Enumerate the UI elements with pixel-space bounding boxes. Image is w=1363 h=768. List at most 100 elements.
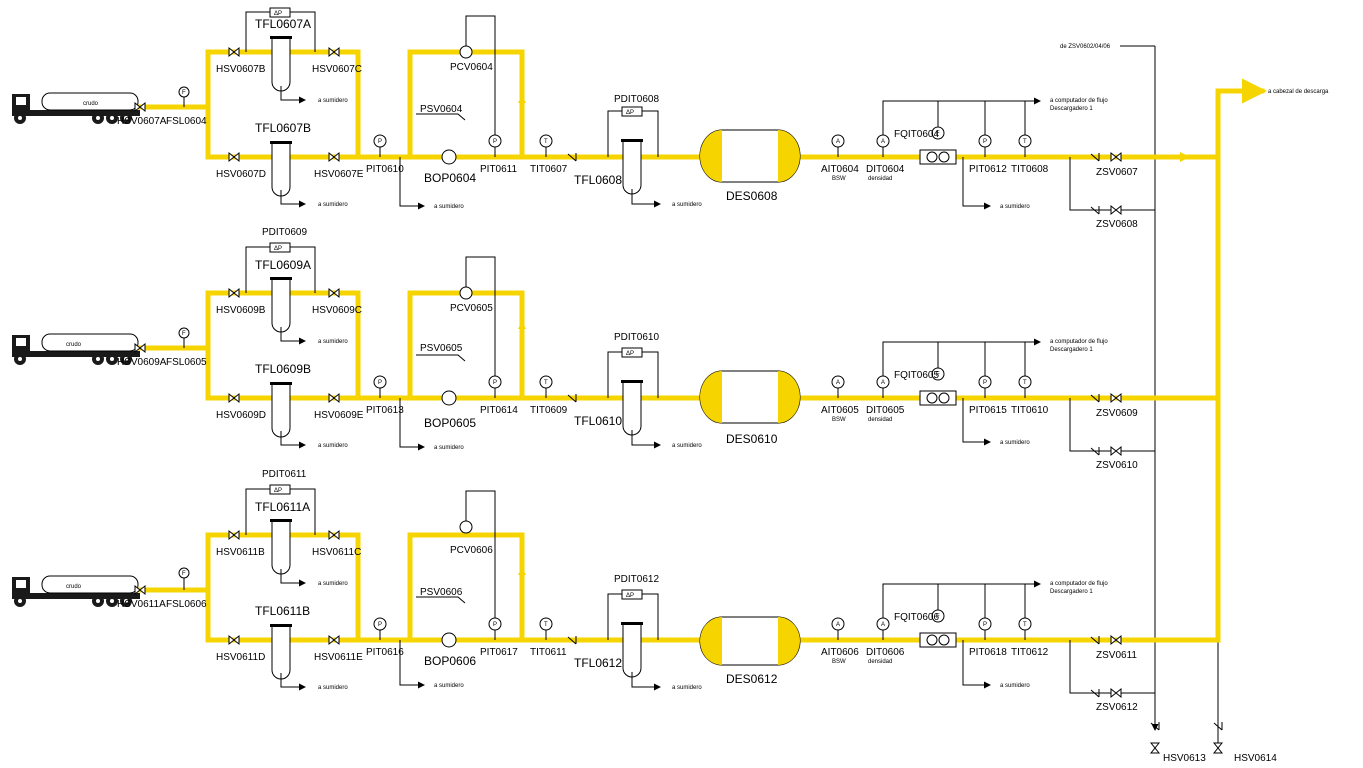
tit-f-label: TIT0612 — [1011, 647, 1049, 658]
pdit-f-label: PDIT0611 — [262, 469, 307, 480]
ait-label: AIT0606 — [821, 647, 859, 658]
tit-in-label: TIT0611 — [530, 647, 567, 658]
bop-label: BOP0604 — [424, 171, 476, 185]
computador-label: a computador de flujo — [1050, 339, 1108, 345]
sumidero-label: a sumidero — [318, 443, 348, 449]
tit-letter: T — [1023, 139, 1027, 145]
pit-in-label: PIT0613 — [366, 405, 404, 416]
tfl-b-label: TFL0611B — [255, 604, 310, 618]
descargadero-label: Descargadero 1 — [1050, 347, 1093, 353]
zsv-b-label: ZSV0610 — [1096, 460, 1138, 471]
dp-box: ΔP — [274, 246, 282, 252]
psv-label: PSV0604 — [420, 104, 463, 115]
hsv-e-label: HSV0609E — [314, 410, 364, 421]
hsv-c-label: HSV0609C — [312, 305, 362, 316]
pit-letter: P — [983, 622, 987, 628]
tfl-s-label: TFL0612 — [574, 656, 622, 670]
zsv-b-label: ZSV0608 — [1096, 219, 1138, 230]
hsv-a-label: HSV0607A — [117, 116, 167, 127]
bop-label: BOP0606 — [424, 654, 476, 668]
train-2: crudo HSV0609A F FSL0605 HSV0609B HSV060… — [11, 227, 1221, 471]
descargadero-label: Descargadero 1 — [1050, 106, 1093, 112]
tit-in-label: TIT0609 — [530, 405, 568, 416]
tfl-b-label: TFL0607B — [255, 121, 311, 135]
fsl-label: FSL0604 — [166, 116, 207, 127]
dp-box: ΔP — [626, 110, 634, 116]
hsv-d-label: HSV0607D — [216, 169, 266, 180]
pit-letter: P — [983, 380, 987, 386]
hsv-d-label: HSV0611D — [216, 652, 265, 663]
ait-letter: A — [836, 622, 840, 628]
sumidero-label: a sumidero — [1000, 440, 1030, 446]
tit-f-label: TIT0608 — [1011, 164, 1049, 175]
pit-out-label: PIT0611 — [480, 164, 517, 175]
sumidero-label: a sumidero — [318, 339, 348, 345]
hsv-b-label: HSV0611B — [216, 547, 265, 558]
pdit-s-label: PDIT0612 — [614, 574, 659, 585]
hsv-c-label: HSV0611C — [312, 547, 361, 558]
crudo-label: crudo — [66, 342, 82, 348]
psv-label: PSV0606 — [420, 587, 463, 598]
bottom-valve-hsv0614[interactable]: HSV0614 — [1213, 721, 1277, 764]
computador-label: a computador de flujo — [1050, 581, 1108, 587]
hsv-e-label: HSV0611E — [314, 652, 363, 663]
dp-box: ΔP — [626, 351, 634, 357]
hsv-e-label: HSV0607E — [314, 169, 364, 180]
pdit-s-label: PDIT0610 — [614, 332, 659, 343]
tit-f-label: TIT0610 — [1011, 405, 1049, 416]
psv-label: PSV0605 — [420, 343, 463, 354]
pcv-label: PCV0604 — [450, 62, 493, 73]
hsv-b-label: HSV0609B — [216, 305, 266, 316]
dit-label: DIT0604 — [866, 164, 905, 175]
tit-letter: T — [544, 139, 548, 145]
tfl-a-label: TFL0611A — [255, 500, 310, 514]
hsv0613-label: HSV0613 — [1163, 753, 1206, 764]
sumidero-label: a sumidero — [672, 685, 702, 691]
tfl-a-label: TFL0607A — [255, 17, 311, 31]
fsl-letter: F — [182, 571, 186, 577]
tit-letter: T — [544, 622, 548, 628]
densidad-label: densidad — [868, 417, 892, 423]
hsv-d-label: HSV0609D — [216, 410, 266, 421]
sumidero-label: a sumidero — [434, 445, 464, 451]
bottom-valve-hsv0613[interactable]: HSV0613 — [1150, 721, 1206, 764]
pit-letter: P — [493, 380, 497, 386]
zsv-a-label: ZSV0609 — [1096, 408, 1138, 419]
train-1: crudo HSV0607A F FSL0604 HSV0607B HSV060… — [11, 7, 1221, 230]
tit-letter: T — [1023, 622, 1027, 628]
fsl-label: FSL0606 — [166, 599, 207, 610]
tfl-s-label: TFL0610 — [574, 414, 622, 428]
sumidero-label: a sumidero — [672, 202, 702, 208]
dit-label: DIT0605 — [866, 405, 905, 416]
tfl-s-label: TFL0608 — [574, 173, 622, 187]
pit-out-label: PIT0614 — [480, 405, 518, 416]
sumidero-label: a sumidero — [318, 98, 348, 104]
sumidero-label: a sumidero — [1000, 204, 1030, 210]
computador-label: a computador de flujo — [1050, 98, 1108, 104]
discharge-label: a cabezal de descarga — [1268, 89, 1329, 95]
pit-f-label: PIT0618 — [969, 647, 1007, 658]
pit-letter: P — [378, 139, 382, 145]
dit-letter: A — [881, 380, 885, 386]
hsv-a-label: HSV0609A — [117, 357, 167, 368]
hsv-b-label: HSV0607B — [216, 64, 266, 75]
sumidero-label: a sumidero — [318, 685, 348, 691]
fqit-letter: F — [936, 131, 940, 137]
sumidero-label: a sumidero — [434, 683, 464, 689]
fqit-letter: F — [936, 614, 940, 620]
fqit-label: FQIT0606 — [894, 612, 939, 623]
tit-letter: T — [1023, 380, 1027, 386]
pit-f-label: PIT0612 — [969, 164, 1007, 175]
dp-box: ΔP — [274, 11, 282, 17]
pcv-label: PCV0606 — [450, 545, 493, 556]
hsv-c-label: HSV0607C — [312, 64, 362, 75]
fsl-letter: F — [182, 90, 186, 96]
dit-letter: A — [881, 139, 885, 145]
sumidero-label: a sumidero — [318, 202, 348, 208]
ait-letter: A — [836, 380, 840, 386]
zsv-b-label: ZSV0612 — [1096, 702, 1138, 713]
source-label: de ZSV0602/04/06 — [1060, 44, 1111, 50]
train-3: crudo HSV0611A F FSL0606 HSV0611B HSV061… — [11, 469, 1221, 713]
tfl-a-label: TFL0609A — [255, 258, 311, 272]
